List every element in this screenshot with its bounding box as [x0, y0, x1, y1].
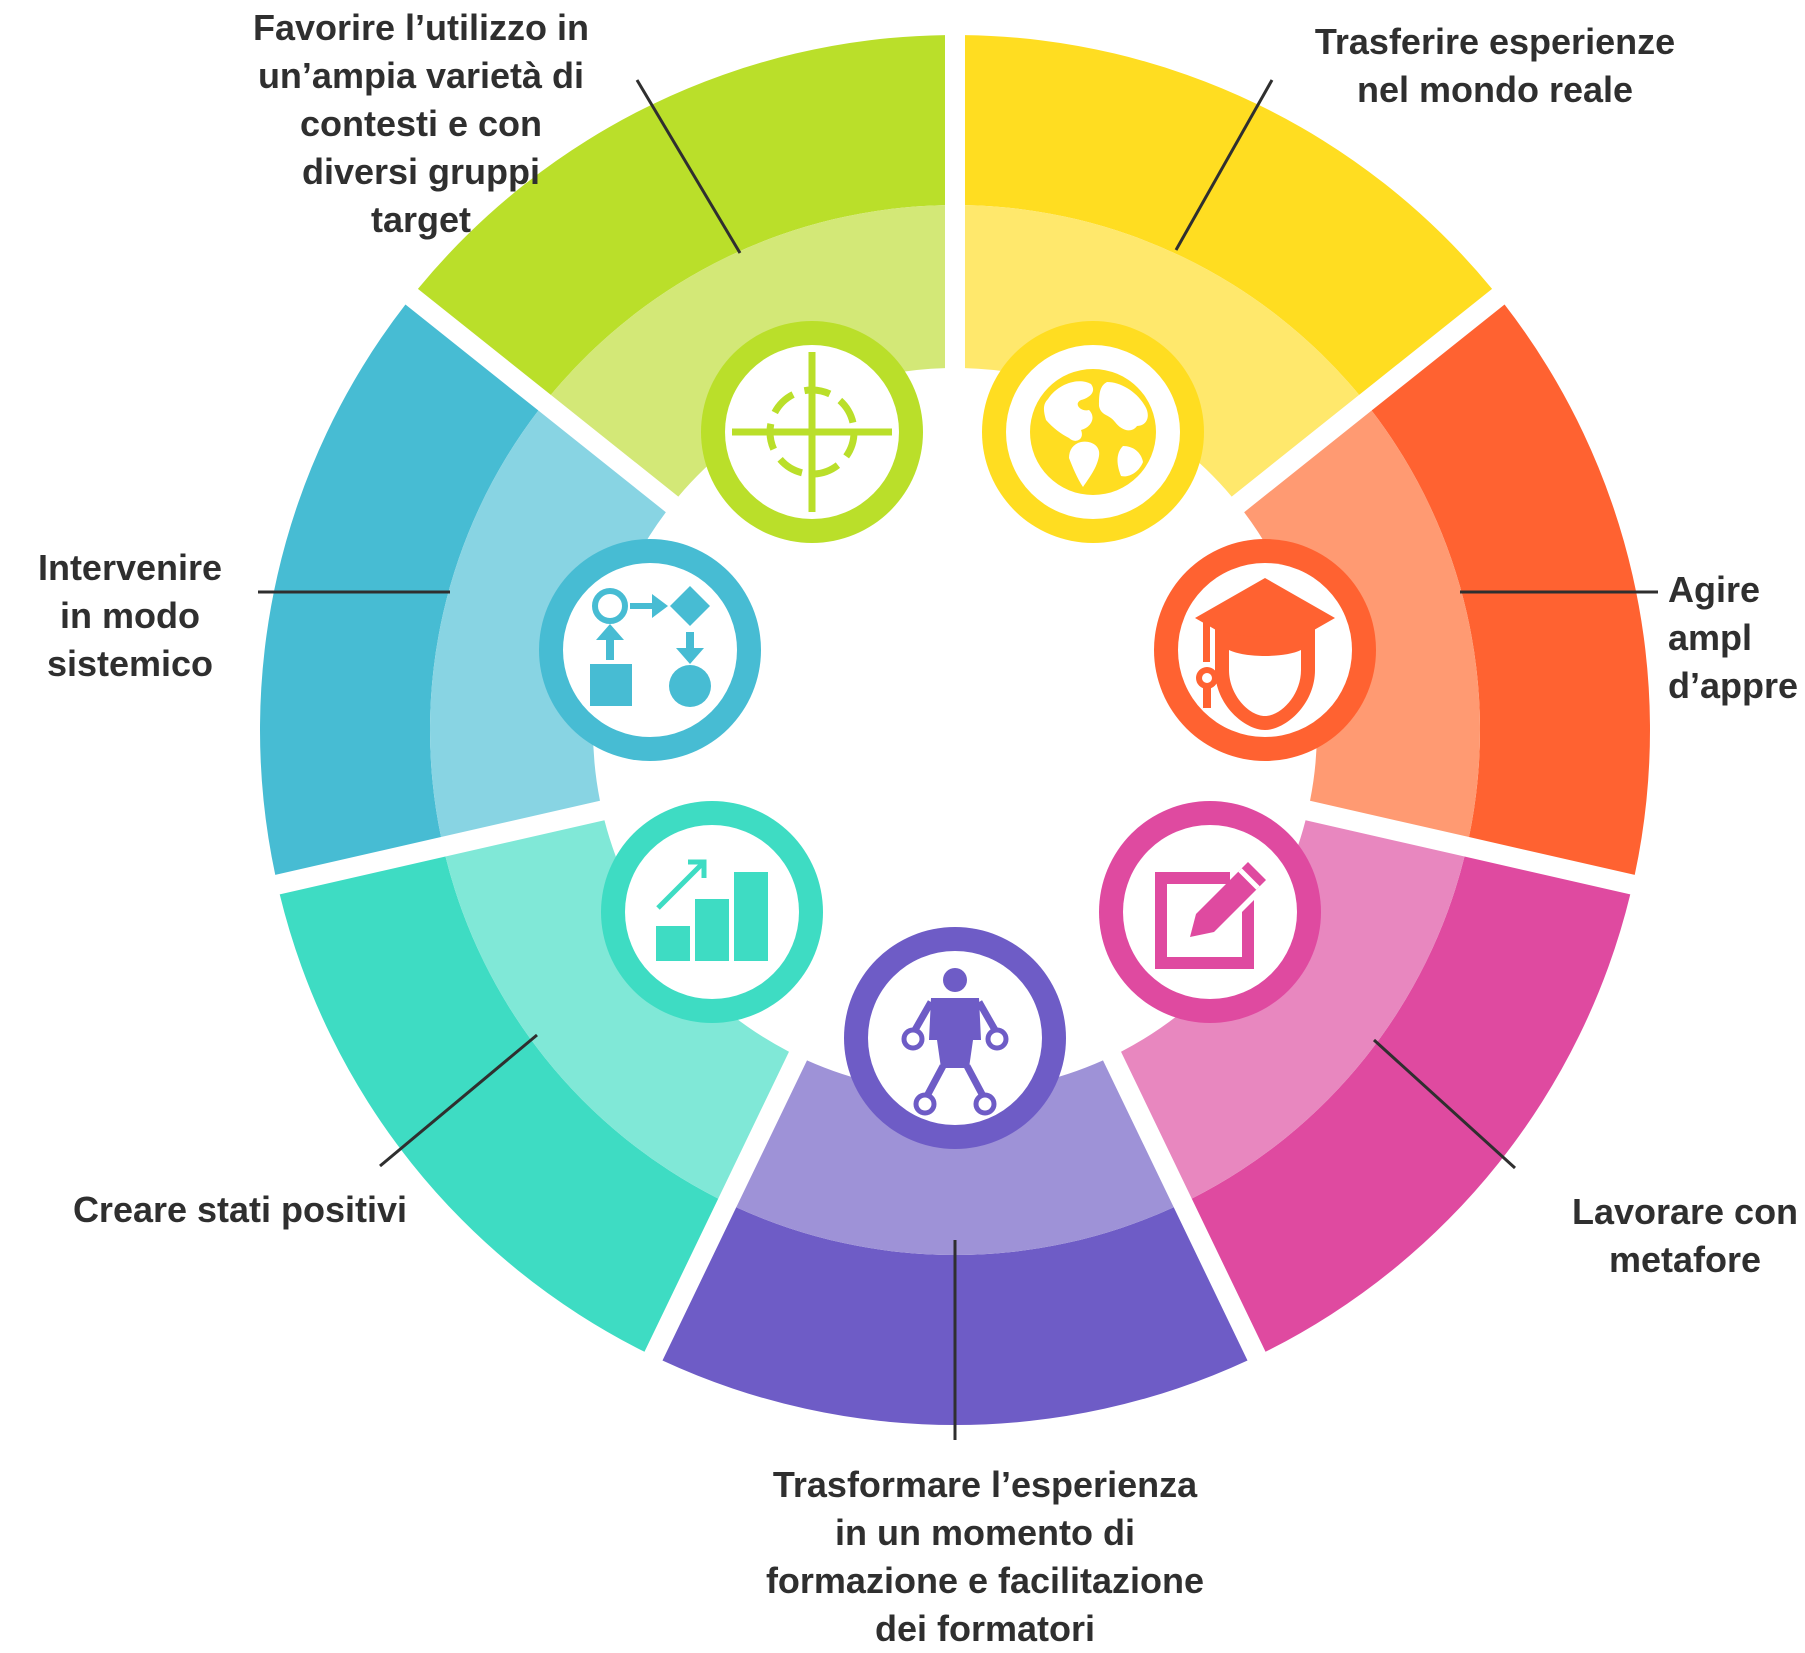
segment-outer-sistemico	[260, 304, 539, 875]
growth-chart-icon	[656, 859, 768, 961]
label-positivi: Creare stati positivi	[72, 1189, 408, 1230]
segment-outer-apprendimento	[1371, 304, 1650, 875]
segments-layer	[260, 35, 1650, 1425]
badge-reale	[982, 321, 1204, 543]
connector-reale	[1174, 79, 1274, 251]
segment-outer-reale	[964, 35, 1493, 395]
badge-target	[701, 321, 923, 543]
segment-inner-formazione	[736, 1060, 1174, 1255]
badge-apprendimento	[1154, 539, 1376, 761]
connector-target	[635, 79, 742, 254]
badge-sistemico	[539, 539, 761, 761]
label-metafore: Lavorare con metafore	[1571, 1191, 1799, 1280]
label-sistemico: Intervenire in modo sistemico	[37, 547, 223, 684]
label-reale: Trasferire esperienze nel mondo reale	[1314, 21, 1676, 110]
label-formazione: Trasformare l’esperienza in un momento d…	[765, 1464, 1205, 1649]
graduate-student-icon	[1195, 578, 1335, 730]
connector-positivi	[379, 1033, 538, 1168]
badge-formazione	[844, 927, 1066, 1149]
crosshair-target-icon	[732, 352, 892, 512]
segment-outer-positivi	[279, 856, 719, 1352]
body-joints-icon	[901, 968, 1009, 1116]
label-target: Favorire l’utilizzo in un’ampia varietà …	[252, 7, 590, 240]
label-apprendimento: Agire ampl d’appre	[1668, 569, 1799, 706]
badge-positivi	[601, 801, 823, 1023]
segment-inner-metafore	[1121, 820, 1465, 1199]
connector-metafore	[1372, 1038, 1517, 1170]
globe-icon	[1030, 369, 1156, 495]
flowchart-icon	[590, 586, 711, 707]
segment-outer-metafore	[1191, 856, 1631, 1352]
edit-pencil-icon	[1155, 862, 1266, 969]
badge-metafore	[1099, 801, 1321, 1023]
connectors-layer	[258, 79, 1658, 1440]
segment-outer-target	[417, 35, 946, 395]
segment-inner-positivi	[445, 820, 789, 1199]
